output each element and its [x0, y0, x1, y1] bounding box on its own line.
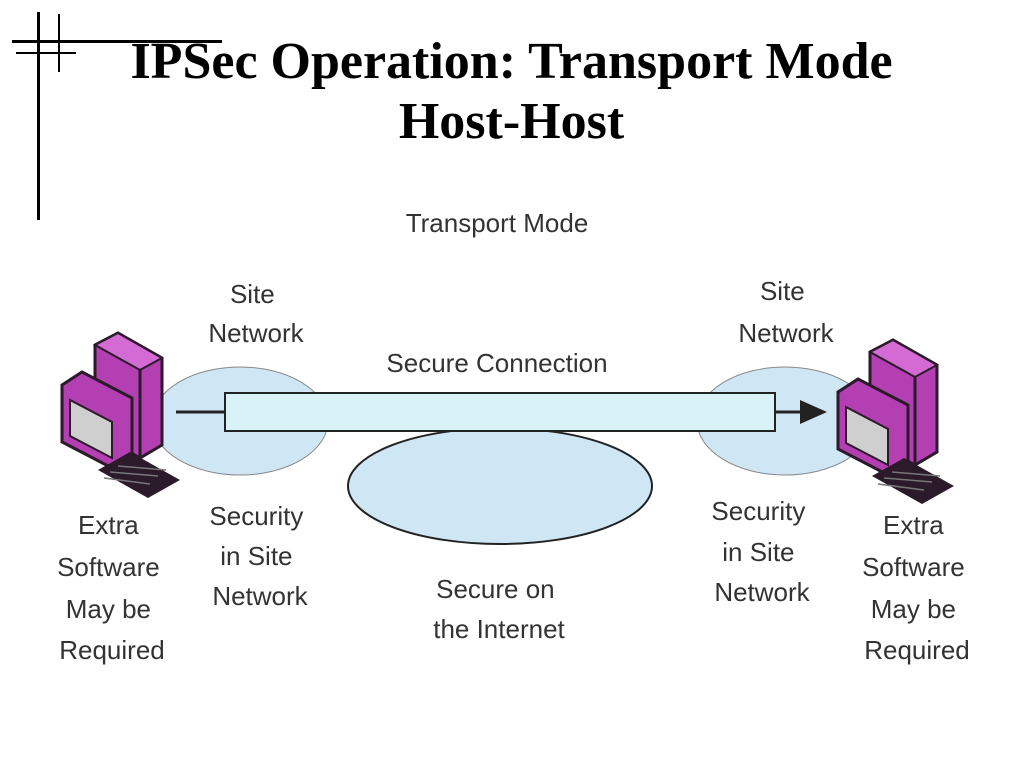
title-line-1: IPSec Operation: Transport Mode: [130, 33, 893, 90]
decorative-vertical-line: [37, 12, 40, 220]
internet-label-line-1: Secure on: [436, 574, 555, 604]
decorative-horizontal-line: [12, 40, 222, 43]
left-host-note-line-3: May be: [66, 594, 151, 624]
right-security-line-2: in Site: [722, 537, 794, 567]
left-host-note-line-1: Extra: [78, 510, 139, 540]
right-site-network-line-1: Site: [760, 276, 805, 306]
left-computer-icon: [60, 331, 180, 498]
right-host-note-line-4: Required: [864, 635, 970, 665]
decorative-short-horizontal-line: [16, 52, 76, 54]
left-security-line-1: Security: [209, 501, 303, 531]
left-site-network-line-1: Site: [230, 279, 275, 309]
right-host-note-line-3: May be: [871, 594, 956, 624]
left-site-network-line-2: Network: [208, 318, 304, 348]
left-host-note-line-4: Required: [59, 635, 165, 665]
left-security-label: Security in Site Network: [209, 501, 310, 611]
right-security-label: Security in Site Network: [711, 496, 812, 607]
internet-cloud: [347, 427, 653, 545]
left-host-note-line-2: Software: [57, 552, 160, 582]
right-site-network-line-2: Network: [738, 318, 834, 348]
diagram-heading: Transport Mode: [406, 208, 589, 238]
internet-label-line-2: the Internet: [433, 614, 565, 644]
right-host-note: Extra Software May be Required: [862, 510, 972, 665]
secure-connection-tunnel: [224, 392, 776, 432]
slide-title: IPSec Operation: Transport Mode Host-Hos…: [0, 32, 1023, 152]
internet-label: Secure on the Internet: [433, 574, 565, 644]
right-security-line-3: Network: [714, 577, 810, 607]
left-host-note: Extra Software May be Required: [57, 510, 167, 665]
right-host-note-line-1: Extra: [883, 510, 944, 540]
right-host-note-line-2: Software: [862, 552, 965, 582]
right-site-network-label: Site Network: [738, 276, 834, 348]
right-computer-icon: [836, 338, 954, 504]
connection-label: Secure Connection: [386, 348, 607, 378]
left-site-network-label: Site Network: [208, 279, 304, 348]
right-security-line-1: Security: [711, 496, 805, 526]
title-line-2: Host-Host: [398, 93, 625, 150]
decorative-short-vertical-line: [58, 14, 60, 72]
left-security-line-3: Network: [212, 581, 308, 611]
left-security-line-2: in Site: [220, 541, 292, 571]
